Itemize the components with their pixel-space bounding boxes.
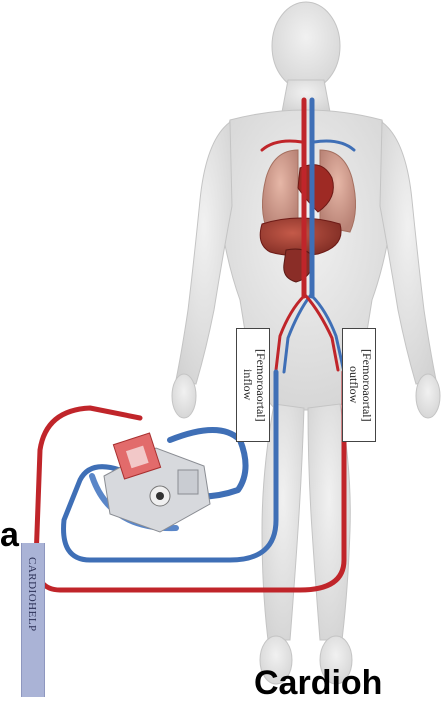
femoroaortal-inflow-label: [Femoroaortal] inflow [236, 328, 270, 442]
left-hand [172, 374, 196, 418]
right-hand [416, 374, 440, 418]
right-arm [380, 122, 436, 384]
clipped-left-text: a [0, 518, 19, 552]
head [272, 2, 340, 90]
cardiohelp-label: CARDIOHELP [26, 543, 38, 632]
clipped-bottom-title: Cardioh [254, 666, 382, 700]
left-arm [176, 122, 232, 384]
femoroaortal-outflow-label: [Femoroaortal] outflow [342, 328, 376, 442]
cardiohelp-device [104, 433, 210, 532]
cardiohelp-tab: CARDIOHELP [21, 543, 45, 697]
